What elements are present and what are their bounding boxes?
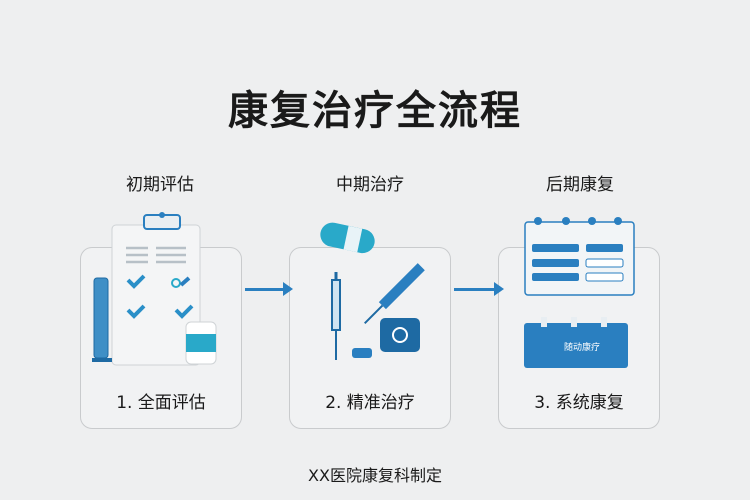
step-label-1: 1. 全面评估 — [116, 393, 206, 413]
syringe-pill-icon — [320, 222, 425, 360]
sign-text: 随动康疗 — [564, 341, 600, 353]
arrow-2-to-3 — [454, 282, 504, 296]
clipboard-checklist-icon — [92, 212, 217, 366]
step-card-2 — [289, 247, 451, 429]
page-title: 康复治疗全流程 — [228, 88, 522, 134]
phase-label-2: 中期治疗 — [336, 175, 404, 195]
step-label-2: 2. 精准治疗 — [325, 393, 415, 413]
phase-label-1: 初期评估 — [126, 175, 194, 195]
arrow-1-to-2 — [245, 282, 293, 296]
phase-label-3: 后期康复 — [546, 175, 614, 195]
calendar-schedule-icon: 随动康疗 — [524, 217, 635, 368]
footer-note: XX医院康复科制定 — [308, 466, 442, 485]
step-label-3: 3. 系统康复 — [534, 393, 624, 413]
